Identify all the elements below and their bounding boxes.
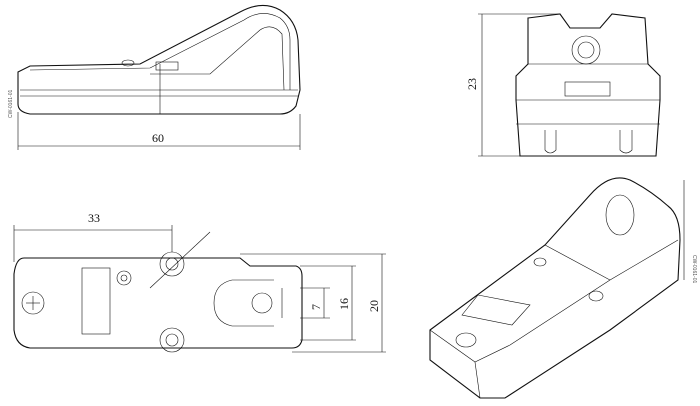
dim-inner-width: 16	[337, 298, 351, 310]
side-view: 60 CW-0161-01	[8, 4, 301, 150]
dim-slot-width: 7	[309, 304, 323, 310]
dim-overall-width: 20	[367, 300, 381, 312]
isometric-view: CW-0161-01	[429, 177, 697, 399]
top-view: 33 7 16 20	[13, 211, 386, 353]
dim-front-height: 23	[465, 78, 479, 90]
front-view: 23	[465, 13, 661, 157]
part-code-label-iso: CW-0161-01	[691, 255, 697, 283]
dim-top-offset: 33	[88, 211, 100, 225]
part-code-label: CW-0161-01	[8, 90, 14, 118]
dim-side-length: 60	[152, 131, 164, 145]
